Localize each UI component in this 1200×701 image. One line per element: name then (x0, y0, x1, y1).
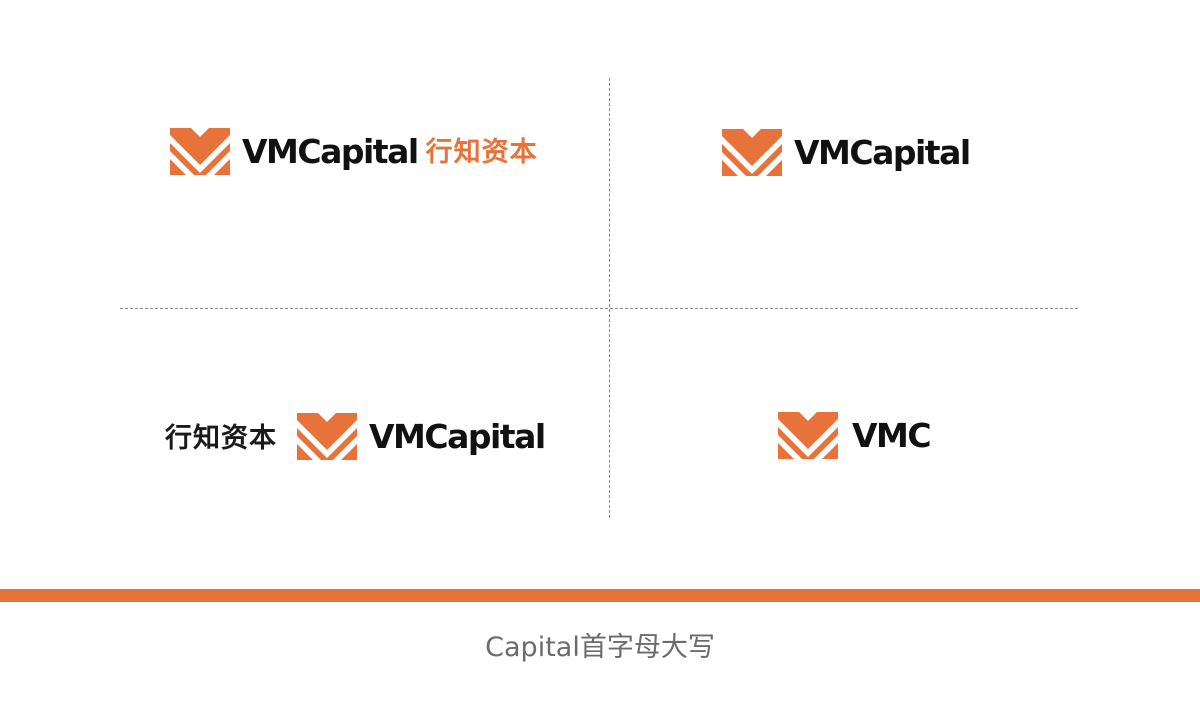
chinese-name: 行知资本 (165, 423, 277, 454)
accent-bar (0, 589, 1200, 602)
vmc-chevron-logo-icon (778, 412, 838, 459)
vertical-dashed-divider (609, 78, 610, 518)
wordmark-vmc: VMC (852, 416, 932, 455)
wordmark-vmcapital: VMCapital (242, 132, 419, 171)
logo-lockup-english: VMCapital (722, 129, 971, 176)
logo-lockup-full-chinese-left: 行知资本 VMCapital (165, 413, 546, 460)
horizontal-dashed-divider (120, 308, 1078, 309)
caption: Capital首字母大写 (485, 632, 715, 663)
wordmark-vmcapital: VMCapital (369, 417, 546, 456)
vmc-chevron-logo-icon (722, 129, 782, 176)
vmc-chevron-logo-icon (297, 413, 357, 460)
logo-lockup-short: VMC (778, 412, 932, 459)
wordmark-vmcapital: VMCapital (794, 133, 971, 172)
logo-lockup-full-chinese-right: VMCapital 行知资本 (170, 128, 538, 175)
chinese-name: 行知资本 (425, 137, 538, 168)
vmc-chevron-logo-icon (170, 128, 230, 175)
